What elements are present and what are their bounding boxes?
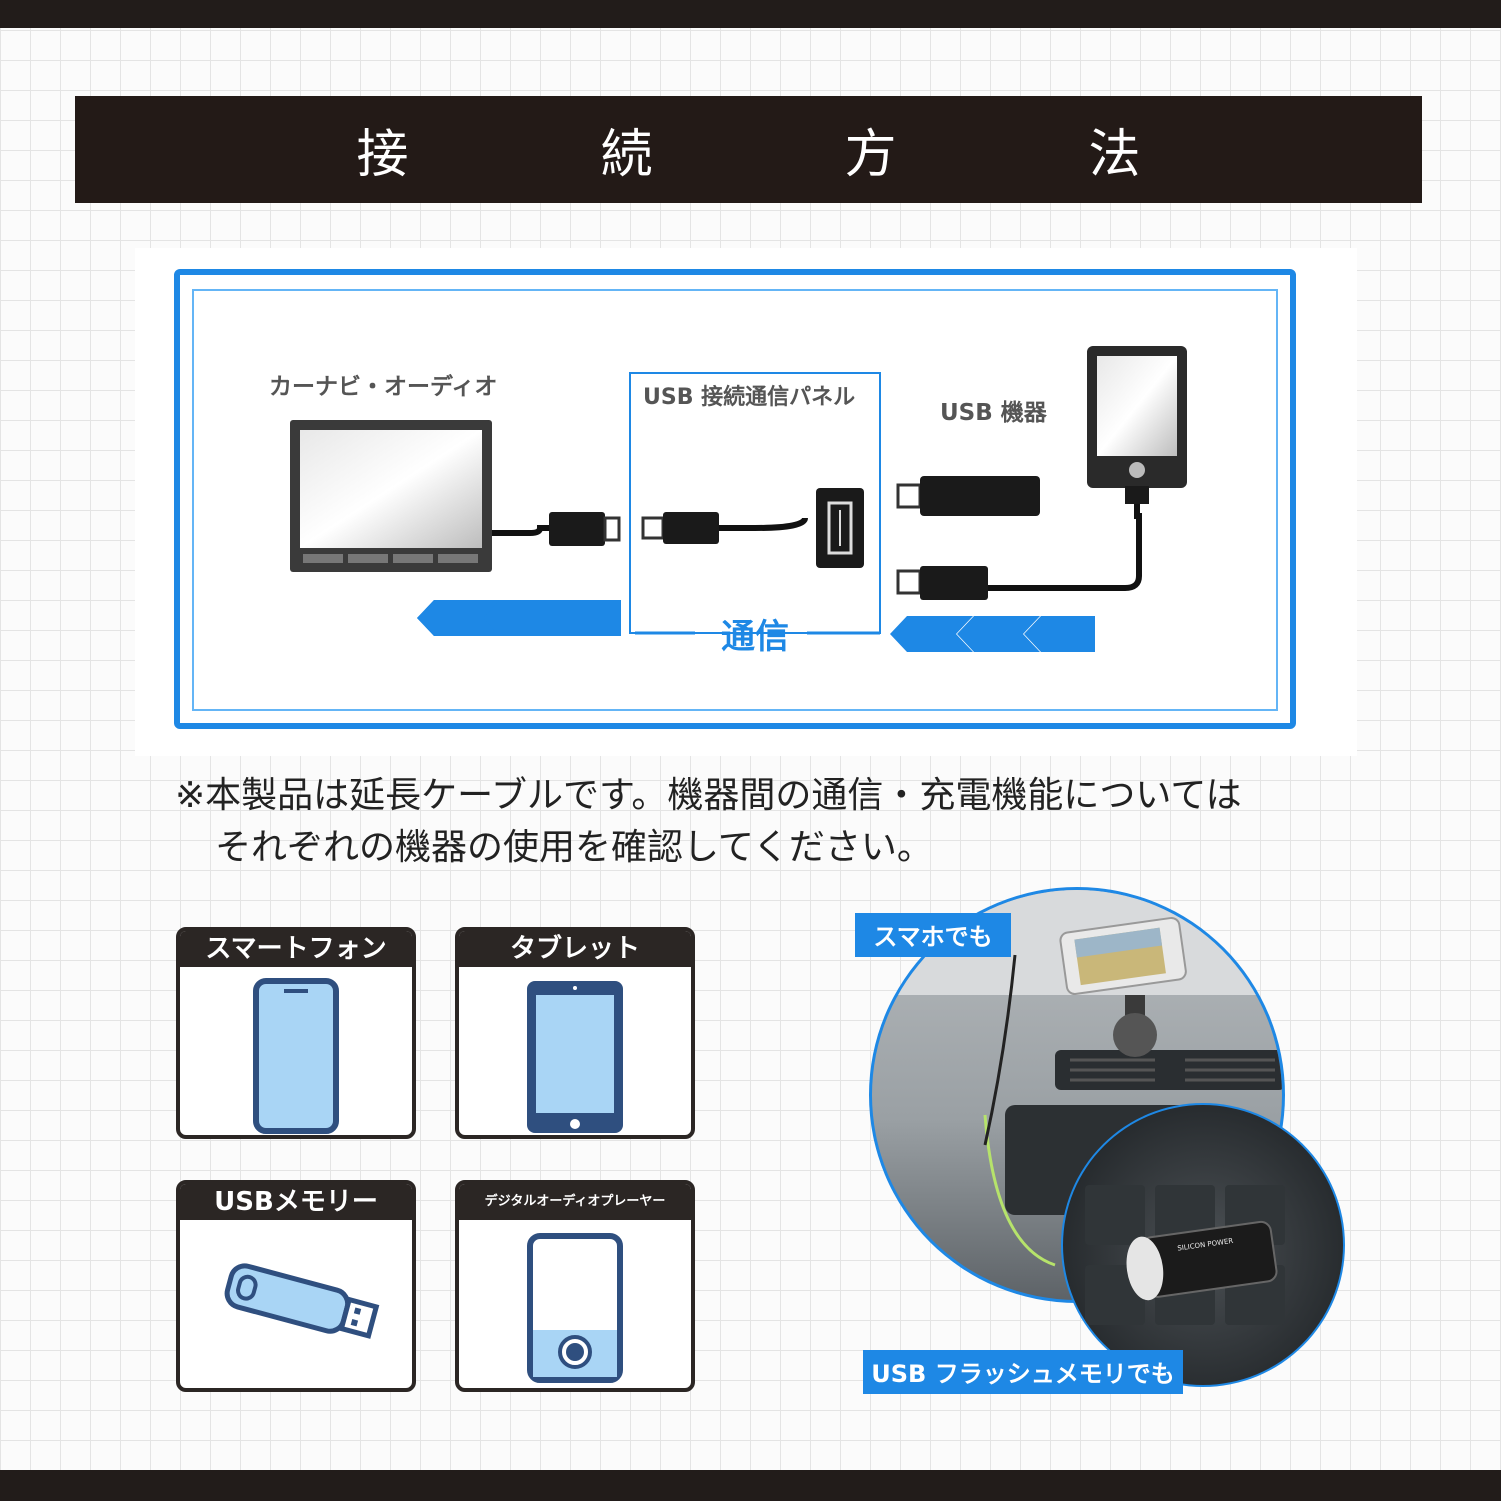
car-navi-label: カーナビ・オーディオ: [269, 373, 497, 400]
usb-stick-icon: [920, 476, 1040, 516]
note-text: ※本製品は延長ケーブルです。機器間の通信・充電機能については それぞれの機器の使…: [175, 770, 1242, 874]
usage-photo-svg: SILICON POWER スマホでも USB フラッシュメモリでも: [855, 887, 1345, 1394]
note-line1: ※本製品は延長ケーブルです。機器間の通信・充電機能については: [175, 775, 1242, 816]
panel-label: USB 接続通信パネル: [643, 384, 855, 410]
device-card-usb-memory: USBメモリー: [176, 1180, 416, 1392]
smartphone-icon: [253, 978, 339, 1134]
usb-device-label: USB 機器: [940, 400, 1048, 426]
usb-plug: [549, 512, 605, 546]
label-usb-bg: [863, 1350, 1183, 1394]
inner-frame: [192, 289, 1278, 711]
label-phone-bg: [855, 913, 1011, 957]
phone-device-icon: [1087, 346, 1187, 488]
usage-photo: SILICON POWER スマホでも USB フラッシュメモリでも: [855, 885, 1365, 1405]
device-label: デジタルオーディオプレーヤー: [459, 1184, 691, 1220]
device-label: USBメモリー: [180, 1184, 412, 1220]
top-bar: [0, 0, 1501, 28]
arrows-left: [417, 600, 621, 636]
arrows-right: [890, 616, 1095, 652]
connection-diagram: カーナビ・オーディオ USB 接続通信パネル USB 機器: [135, 248, 1357, 756]
device-card-tablet: タブレット: [455, 927, 695, 1139]
usb-port-photo: SILICON POWER: [1063, 1105, 1343, 1385]
outer-frame: [174, 269, 1296, 729]
comm-label: 通信: [721, 617, 789, 657]
connection-diagram-svg: カーナビ・オーディオ USB 接続通信パネル USB 機器: [174, 269, 1296, 729]
bottom-bar: [0, 1470, 1501, 1501]
page-title: 接 続 方 法: [75, 96, 1422, 203]
device-card-audio-player: デジタルオーディオプレーヤー: [455, 1180, 695, 1392]
label-usb: USB フラッシュメモリでも: [871, 1360, 1174, 1388]
car-navi-icon: [290, 420, 492, 572]
tablet-icon: [527, 981, 623, 1133]
note-line2: それぞれの機器の使用を確認してください。: [215, 827, 933, 868]
device-label: タブレット: [459, 931, 691, 967]
device-card-smartphone: スマートフォン: [176, 927, 416, 1139]
usb-stick-photo: SILICON POWER: [1126, 1220, 1278, 1301]
device-label: スマートフォン: [180, 931, 412, 967]
label-phone: スマホでも: [873, 923, 992, 951]
panel-box: [629, 372, 881, 634]
audio-player-icon: [527, 1233, 623, 1383]
usb-memory-icon: [224, 1263, 380, 1339]
